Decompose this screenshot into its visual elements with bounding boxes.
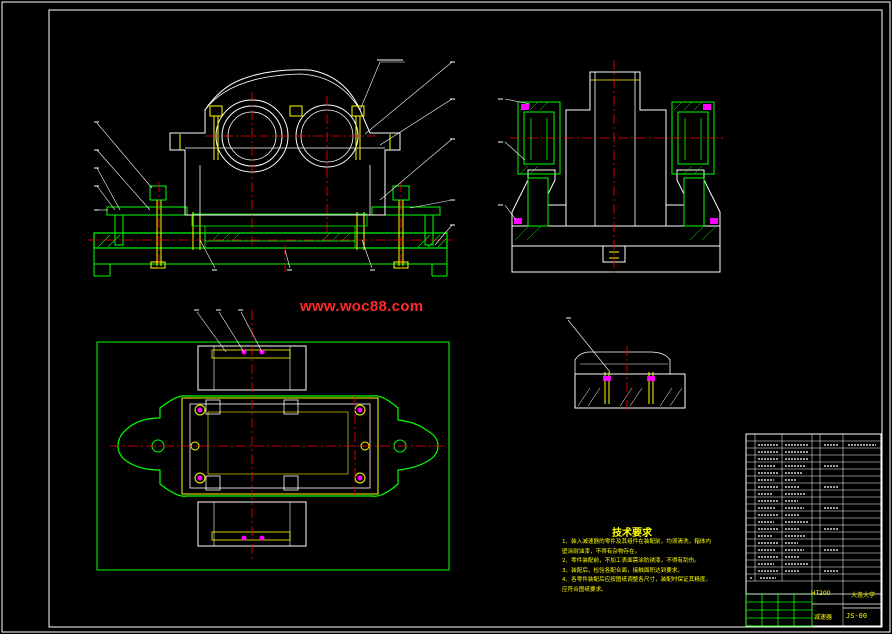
base-plate (93, 232, 448, 249)
note-line: 壁涂耐油漆，不得有杂物存在。 (562, 548, 641, 555)
note-line: 2、零件装配前，不加工表面需涂防锈漆，不得有刮伤。 (562, 558, 700, 565)
drawing-code: JS-00 (846, 612, 868, 620)
base-lower (93, 247, 448, 265)
technical-requirements-notes: 1、装入减速器的零件及其组件在装配前，均须清洗，箱体内 壁涂耐油漆，不得有杂物存… (562, 538, 737, 596)
note-line: 应符合图纸要求。 (562, 586, 607, 593)
note-line: 4、各零件装配后应按图纸调整各尺寸，装配时保证其精度。 (562, 577, 711, 584)
assembly-label: 大连大学 (851, 592, 876, 599)
drawing-title: 减速器 (814, 614, 833, 621)
drawing-frame (48, 9, 883, 628)
side-view (504, 60, 724, 276)
note-line: 3、装配后，检验各配合面，接触面积达到要求。 (562, 567, 684, 574)
note-line: 1、装入减速器的零件及其组件在装配前，均须清洗，箱体内 (562, 539, 711, 545)
detail-view (567, 319, 686, 412)
technical-requirements-title: 技术要求 (612, 528, 652, 539)
front-view (88, 61, 453, 277)
plan-view (96, 310, 450, 571)
watermark-text: www.woc88.com (300, 298, 424, 315)
drawing-name: HT200 (811, 590, 831, 597)
title-block (745, 433, 882, 627)
